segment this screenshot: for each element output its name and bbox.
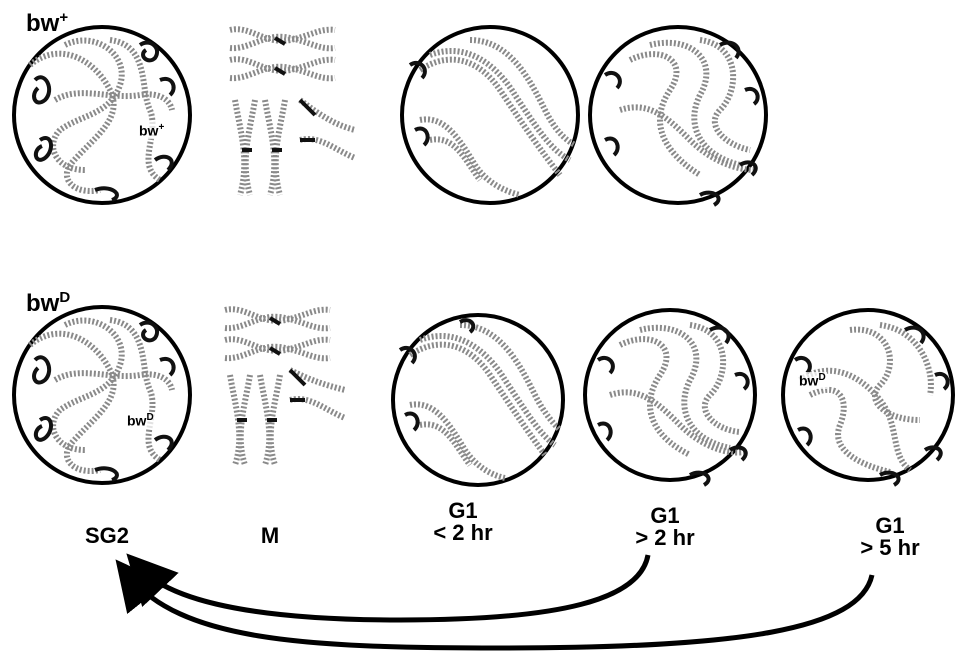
row-label-bw-d: bwD	[26, 290, 70, 316]
stage-label-g1-gt-5hr: G1> 5 hr	[835, 515, 945, 559]
gene-label-bw-d-late: bwD	[798, 372, 827, 389]
gene-label-bw-plus: bw+	[138, 122, 165, 139]
stage-label-g1-lt-2hr: G1< 2 hr	[408, 500, 518, 544]
nucleus-bottom-sg2	[14, 307, 190, 483]
stage-label-g1-gt-2hr: G1> 2 hr	[610, 505, 720, 549]
row-label-bw-plus: bw+	[26, 10, 68, 36]
nucleus-bottom-g1-mid	[585, 310, 755, 485]
nucleus-top-sg2	[14, 27, 190, 203]
chromosomes-bottom-m	[225, 309, 345, 465]
nucleus-top-g1-late	[590, 27, 766, 205]
return-arrow-from-2hr	[140, 555, 648, 620]
nucleus-bottom-g1-late	[783, 310, 953, 485]
return-arrow-from-5hr	[128, 575, 872, 648]
chromosomes-top-m	[230, 29, 355, 195]
nucleus-bottom-g1-early	[393, 315, 563, 485]
gene-label-bw-d: bwD	[126, 412, 155, 429]
stage-label-m: M	[245, 525, 295, 547]
stage-label-sg2: SG2	[72, 525, 142, 547]
nucleus-top-g1-early	[402, 27, 578, 203]
